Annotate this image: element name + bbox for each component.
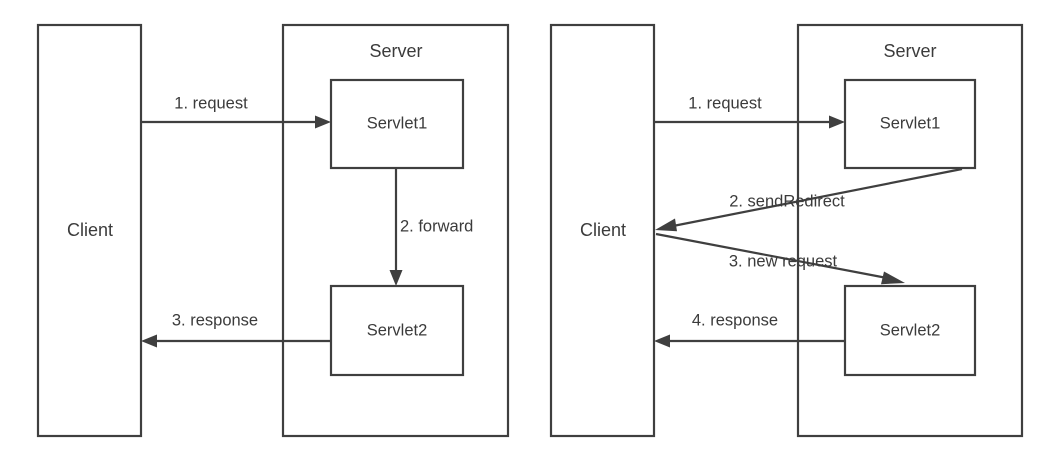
flow-arrow-sendredirect-redirect: [655, 167, 963, 232]
servlet1-box-forward[interactable]: [329, 78, 465, 170]
servlet1-label-redirect: Servlet1: [880, 114, 941, 132]
servlet1-box-redirect[interactable]: [843, 78, 977, 170]
servlet1-label-forward: Servlet1: [367, 114, 428, 132]
client-label-redirect: Client: [580, 220, 626, 240]
flow-label-newrequest-redirect: 3. new request: [729, 252, 838, 270]
flow-label-request-forward: 1. request: [174, 94, 248, 112]
flow-arrow-response-redirect: [654, 334, 845, 348]
flow-label-response-forward: 3. response: [172, 311, 258, 329]
servlet2-box-forward[interactable]: [329, 284, 465, 377]
panel-sendredirect: Client Server Servlet1 Servlet2 1. reque…: [549, 23, 1024, 438]
servlet2-label-redirect: Servlet2: [880, 321, 941, 339]
flow-label-forward-forward: 2. forward: [400, 217, 473, 235]
servlet2-label-forward: Servlet2: [367, 321, 428, 339]
panel-forward: Client Server Servlet1 Servlet2 1. reque…: [36, 23, 510, 438]
flow-arrow-request-redirect: [654, 115, 845, 129]
flow-arrow-newrequest-redirect: [655, 232, 905, 285]
servlet2-box-redirect[interactable]: [843, 284, 977, 377]
server-label-redirect: Server: [883, 41, 936, 61]
flow-label-request-redirect: 1. request: [688, 94, 762, 112]
flow-label-sendredirect-redirect: 2. sendRedirect: [729, 192, 845, 210]
server-label-forward: Server: [369, 41, 422, 61]
flow-arrow-response-forward: [141, 334, 331, 348]
client-box-redirect[interactable]: [549, 23, 656, 438]
flow-arrow-request-forward: [141, 115, 331, 129]
flow-label-response-redirect: 4. response: [692, 311, 778, 329]
client-label-forward: Client: [67, 220, 113, 240]
flow-arrow-forward-forward: [389, 168, 403, 286]
client-box-forward[interactable]: [36, 23, 143, 438]
